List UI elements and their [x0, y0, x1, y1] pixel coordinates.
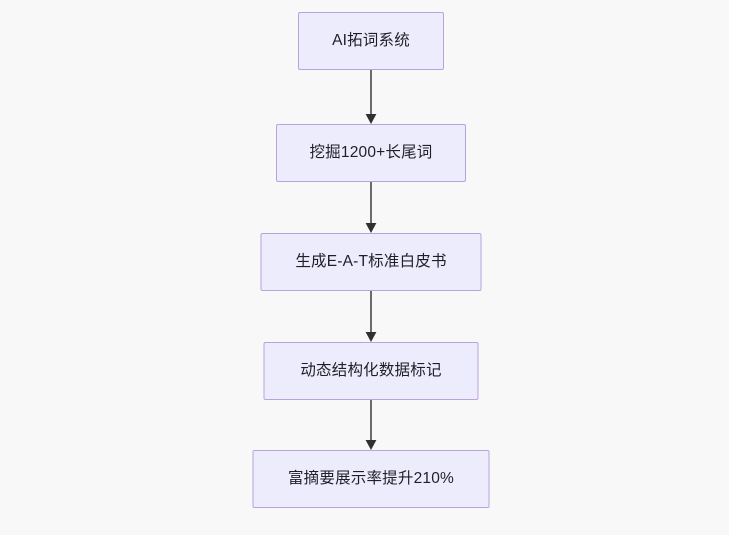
- flow-node-label: AI拓词系统: [332, 31, 410, 49]
- flow-edge-n1-n2: [364, 70, 378, 124]
- flow-node-dynamic-structured-data-markup[interactable]: 动态结构化数据标记: [263, 342, 479, 400]
- flow-node-mine-longtail-keywords[interactable]: 挖掘1200+长尾词: [276, 124, 466, 182]
- flow-edge-n2-n3: [364, 182, 378, 233]
- flow-node-label: 富摘要展示率提升210%: [287, 469, 455, 487]
- flow-node-generate-eat-whitepaper[interactable]: 生成E-A-T标准白皮书: [260, 233, 482, 291]
- flow-node-ai-keyword-system[interactable]: AI拓词系统: [298, 12, 444, 70]
- flow-edge-n3-n4: [364, 291, 378, 342]
- flow-node-label: 挖掘1200+长尾词: [309, 143, 433, 161]
- flow-edge-n4-n5: [364, 400, 378, 450]
- flow-node-rich-snippet-impression-lift[interactable]: 富摘要展示率提升210%: [252, 450, 490, 508]
- flow-node-label: 生成E-A-T标准白皮书: [295, 252, 447, 270]
- flow-node-label: 动态结构化数据标记: [300, 361, 442, 379]
